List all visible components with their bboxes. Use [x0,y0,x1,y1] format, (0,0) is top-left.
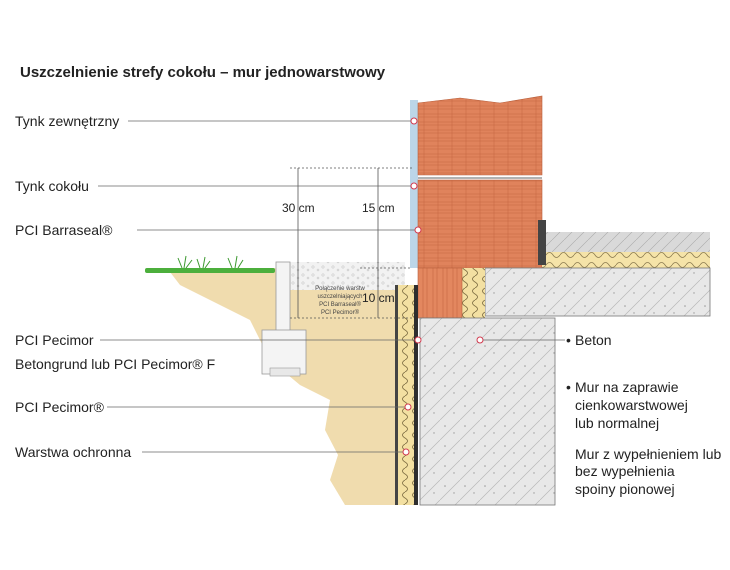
label-warstwa-ochronna: Warstwa ochronna [15,444,131,460]
joint-note: Połączenie warstw uszczelniających PCI B… [315,286,365,316]
brick-base [417,267,463,319]
dim-10cm: 10 cm [362,291,395,305]
foundation-wall [419,317,556,506]
dimension-lines [290,167,412,319]
label-tynk-cokolu: Tynk cokołu [15,178,89,194]
label-tynk-zewnetrzny: Tynk zewnętrzny [15,113,119,129]
label-pci-pecimor-2: PCI Pecimor® [15,399,105,415]
marker-beton [476,336,484,344]
brick-wall-lower [417,179,543,269]
grass-line [145,268,275,273]
brick-wall-upper [417,95,543,176]
floor-insulation [542,252,710,268]
drain-foot [269,367,301,377]
leader-markers-left [402,117,422,456]
leader-lines-left [98,120,418,453]
floor-edge-strip [538,220,546,265]
drain-post [275,261,291,333]
grass-tufts [177,255,244,269]
label-mur-2-line3: spoiny pionowej [575,481,675,497]
svg-text:uszczelniających: uszczelniających [317,294,362,300]
protection-layer [395,285,398,505]
label-mur-2-line1: Mur z wypełnieniem lub [575,446,721,462]
edge-insulation [462,268,485,318]
diagram-title: Uszczelnienie strefy cokołu – mur jednow… [20,64,386,81]
label-mur-1-line1: Mur na zaprawie [575,379,679,395]
dim-15cm: 15 cm [362,201,395,215]
gravel-strip [290,262,405,290]
soil [170,268,405,505]
label-betongrund: Betongrund lub PCI Pecimor® F [15,356,215,372]
drain-base [261,329,307,375]
label-mur-1-line3: lub normalnej [575,415,659,431]
floor-slab [484,267,711,317]
floor-tiles [542,232,710,252]
label-pci-barraseal: PCI Barraseal® [15,222,113,238]
bullet-mur: • [566,379,571,395]
svg-text:Połączenie warstw: Połączenie warstw [315,286,365,292]
bullet-beton: • [566,332,571,348]
label-pci-pecimor: PCI Pecimor [15,332,94,348]
svg-text:PCI Barraseal®: PCI Barraseal® [319,301,361,308]
label-mur-1-line2: cienkowarstwowej [575,397,688,413]
svg-text:PCI Pecimor®: PCI Pecimor® [321,309,360,316]
label-beton: Beton [575,332,612,348]
label-mur-2-line2: bez wypełnienia [575,463,675,479]
waterproofing-layer [414,285,418,505]
dim-30cm: 30 cm [282,201,315,215]
